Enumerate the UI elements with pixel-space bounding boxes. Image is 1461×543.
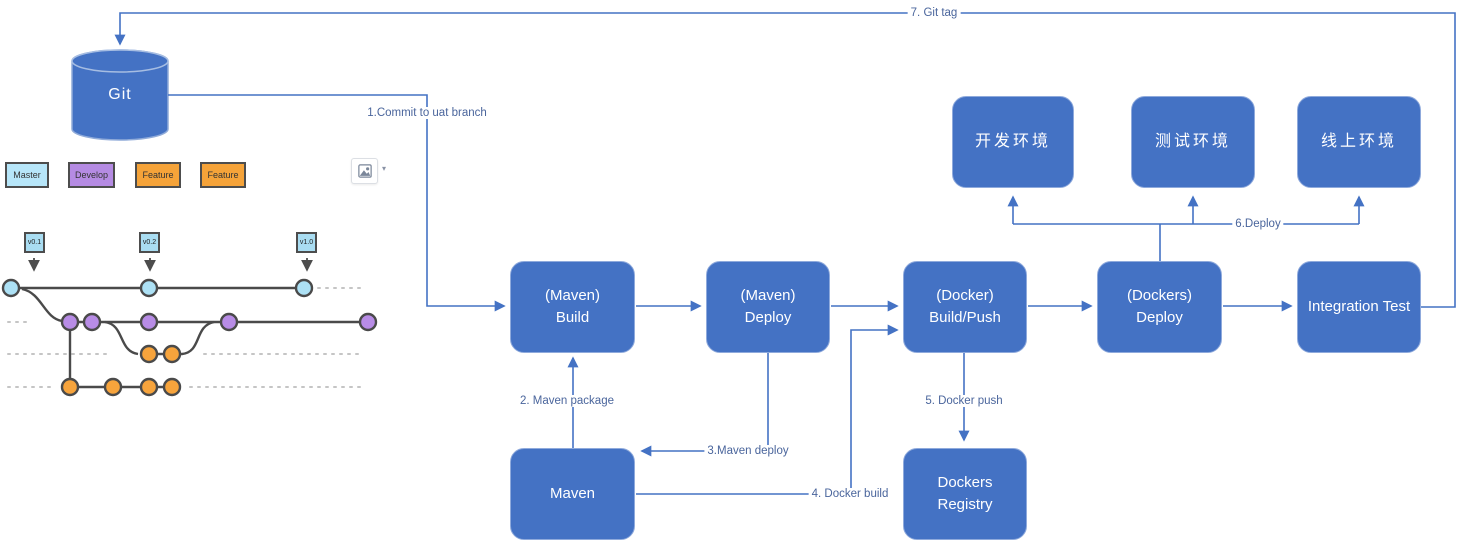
node-label: 线上环境 xyxy=(1320,133,1397,150)
feature-commits xyxy=(60,344,182,397)
tag-v1-0: v1.0 xyxy=(296,232,317,253)
edge-label-maven-package: 2. Maven package xyxy=(517,395,617,407)
feature-merge-curve xyxy=(149,320,215,356)
tag-v0-1: v0.1 xyxy=(24,232,45,253)
caret-down-icon[interactable]: ▾ xyxy=(382,164,387,173)
node-maven: Maven xyxy=(510,448,635,540)
image-icon[interactable] xyxy=(351,158,378,184)
edge-label-deploy: 6.Deploy xyxy=(1232,218,1284,230)
node-dev-environment: 开发环境 xyxy=(952,96,1074,188)
node-label-line1: (Dockers) xyxy=(1126,286,1192,304)
git-db-label: Git xyxy=(108,86,132,103)
edge-commit-to-uat xyxy=(168,94,506,312)
legend-master-branch: Master xyxy=(5,162,49,188)
node-label: Integration Test xyxy=(1307,297,1411,315)
node-maven-deploy: (Maven) Deploy xyxy=(706,261,830,353)
tag-arrows xyxy=(28,258,313,272)
node-label: Maven xyxy=(549,484,596,502)
node-label: 开发环境 xyxy=(974,133,1051,150)
node-label-line1: (Docker) xyxy=(936,286,994,304)
edge-label-maven-deploy: 3.Maven deploy xyxy=(704,445,792,457)
legend-develop-branch: Develop xyxy=(68,162,115,188)
edge-label-docker-push: 5. Docker push xyxy=(922,395,1006,407)
node-label-line2: Deploy xyxy=(744,309,792,326)
node-dockers-deploy: (Dockers) Deploy xyxy=(1097,261,1222,353)
edge-label-git-tag: 7. Git tag xyxy=(907,7,961,19)
pipeline-connectors xyxy=(114,12,1456,495)
edge-label-docker-build: 4. Docker build xyxy=(808,488,892,500)
graph-dotted-lines xyxy=(7,287,367,388)
develop-to-feature-curve xyxy=(104,320,139,356)
node-docker-build-push: (Docker) Build/Push xyxy=(903,261,1027,353)
git-branch-graph xyxy=(1,258,378,397)
commit-nodes xyxy=(1,278,378,397)
node-integration-test: Integration Test xyxy=(1297,261,1421,353)
edge-maven-deploy xyxy=(640,353,769,457)
tag-v0-2: v0.2 xyxy=(139,232,160,253)
node-label-line2: Deploy xyxy=(1136,309,1183,326)
node-label-line1: (Maven) xyxy=(544,286,600,304)
node-label-line2: Registry xyxy=(937,496,993,513)
graph-branch-lines xyxy=(11,286,368,389)
edge-label-commit: 1.Commit to uat branch xyxy=(364,107,490,119)
edge-docker-build xyxy=(636,324,899,495)
git-database-shape xyxy=(71,49,169,141)
node-prod-environment: 线上环境 xyxy=(1297,96,1421,188)
edge-git-tag xyxy=(114,12,1456,308)
node-label-line2: Build/Push xyxy=(929,309,1001,326)
develop-commits xyxy=(60,312,378,332)
master-commits xyxy=(1,278,314,298)
node-label: 测试环境 xyxy=(1154,133,1231,150)
node-label-line2: Build xyxy=(555,309,590,326)
image-options-button[interactable]: ▾ xyxy=(351,158,386,184)
node-dockers-registry: Dockers Registry xyxy=(903,448,1027,540)
node-label-line1: (Maven) xyxy=(740,286,796,304)
legend-feature2-branch: Feature xyxy=(200,162,246,188)
master-to-develop-curve xyxy=(21,287,63,323)
node-maven-build: (Maven) Build xyxy=(510,261,635,353)
node-test-environment: 测试环境 xyxy=(1131,96,1255,188)
node-label-line1: Dockers xyxy=(937,473,993,491)
legend-feature-branch: Feature xyxy=(135,162,181,188)
